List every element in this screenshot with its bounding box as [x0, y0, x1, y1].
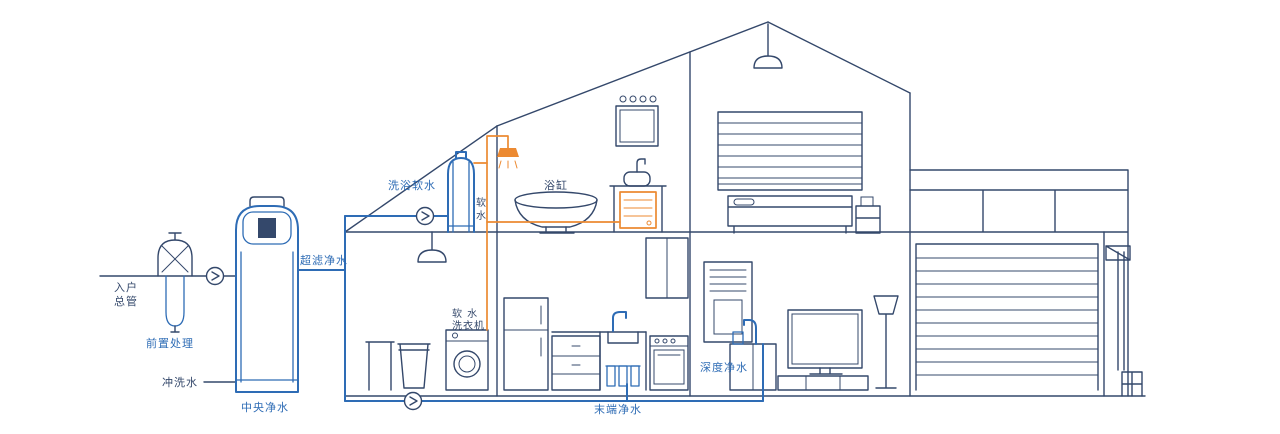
water-cup-icon	[732, 331, 744, 345]
label-main-inlet-line2: 总管	[114, 294, 138, 308]
ceiling-lamp-icon	[417, 249, 447, 263]
oven	[649, 335, 689, 391]
purifier-cabinet	[703, 261, 753, 343]
vanity-sink	[609, 158, 667, 233]
pillow	[733, 198, 755, 206]
soft-water-riser-pipe	[486, 135, 509, 331]
bedroom	[717, 23, 881, 234]
laundry-room	[365, 231, 489, 391]
garage-roof	[909, 169, 1129, 397]
flow-arrow-icon	[421, 211, 430, 221]
flow-arrow	[415, 206, 435, 226]
vanity-light-icon	[619, 95, 627, 103]
tv-bench	[777, 375, 869, 391]
main-roof-left-slope	[496, 21, 769, 127]
washer-dial-icon	[452, 332, 458, 339]
wall-lamp-icon	[1105, 245, 1131, 261]
floor-lamp-icon	[873, 295, 899, 389]
main-inlet-line	[99, 275, 237, 383]
house-structure	[344, 21, 1146, 397]
label-central-purifier: 中央净水	[241, 400, 289, 414]
label-soft-water-char1: 软	[476, 196, 487, 209]
soft-water-pipes	[473, 135, 657, 331]
counter-cabinet	[551, 335, 601, 391]
tv	[787, 309, 863, 375]
dispenser-stand	[729, 343, 777, 391]
roller-door	[915, 243, 1099, 391]
pre-filter-device	[157, 232, 193, 333]
ceiling-lamp-icon	[753, 55, 783, 69]
purified-water-pipes	[297, 215, 764, 402]
garage	[909, 169, 1143, 397]
label-pre-treatment: 前置处理	[146, 336, 194, 350]
washer-drum-icon	[453, 350, 481, 378]
bed	[727, 195, 853, 234]
flow-arrow-icon	[409, 396, 418, 406]
entry-steps	[1121, 371, 1143, 397]
shower-head-icon	[497, 148, 519, 157]
label-soft-washer-line2: 洗衣机	[452, 319, 485, 332]
downspout	[1117, 251, 1125, 371]
bath-softener-device	[447, 151, 475, 233]
washing-machine	[445, 329, 489, 391]
laundry-table	[365, 341, 395, 391]
label-bath-softener: 洗浴软水	[388, 178, 436, 192]
bathtub	[514, 191, 598, 234]
flow-arrow-icon	[211, 271, 220, 281]
vanity-light-icon	[629, 95, 637, 103]
window-blinds	[717, 111, 863, 191]
label-ultrafiltration: 超滤净水	[300, 253, 348, 267]
laundry-hamper	[397, 343, 431, 389]
mirror-cabinet	[615, 95, 659, 147]
shower-spray-icon	[498, 160, 518, 169]
living-room	[703, 261, 899, 391]
water-heater	[619, 191, 657, 229]
basin	[623, 171, 651, 187]
central-purifier-device	[235, 196, 299, 393]
label-terminal-purifier: 末端净水	[594, 402, 642, 416]
main-roof-right-slope	[767, 21, 911, 94]
label-soft-washer-line1: 软 水	[452, 307, 478, 320]
vanity-light-icon	[639, 95, 647, 103]
water-dispenser	[732, 319, 757, 345]
label-soft-water-char2: 水	[476, 210, 487, 222]
softener-cap	[455, 151, 467, 159]
kitchen-faucet	[612, 311, 627, 332]
bathroom	[514, 95, 667, 234]
nightstand	[855, 196, 881, 234]
flow-arrow	[205, 266, 225, 286]
fridge	[503, 297, 549, 391]
left-roof-slope	[344, 125, 498, 233]
label-deep-purifier: 深度净水	[700, 360, 748, 374]
purifier-top-handle	[249, 196, 285, 207]
label-flush-water: 冲洗水	[162, 375, 198, 389]
label-main-inlet-line1: 入户	[114, 280, 138, 294]
faucet-icon	[636, 158, 646, 173]
label-bathtub: 浴缸	[544, 178, 568, 192]
purifier-display	[258, 218, 276, 238]
vanity-light-icon	[649, 95, 657, 103]
kitchen	[503, 237, 689, 391]
wall-cabinet	[645, 237, 689, 299]
under-sink-filter	[605, 365, 641, 387]
flow-arrow	[403, 391, 423, 411]
dispenser-faucet-icon	[743, 319, 757, 345]
sink-unit	[599, 331, 647, 391]
sink-basin	[607, 331, 639, 344]
